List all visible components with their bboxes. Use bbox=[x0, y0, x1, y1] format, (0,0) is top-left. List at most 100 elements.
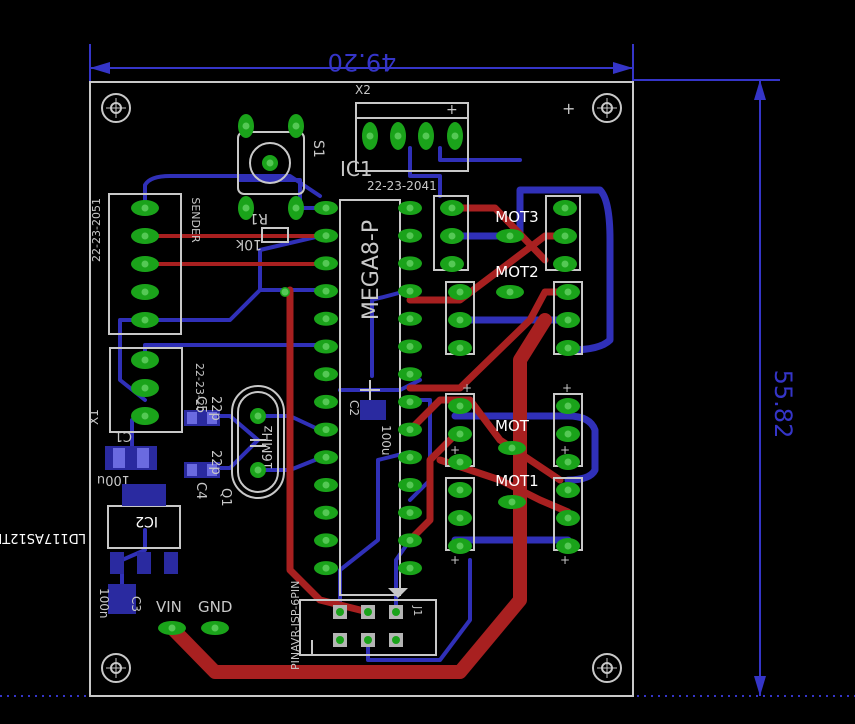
motor-pad-left-drill bbox=[456, 458, 464, 466]
j1-pad-drill bbox=[364, 636, 372, 644]
mot1-label: MOT1 bbox=[495, 472, 538, 490]
ic1-pad-right-drill bbox=[406, 232, 414, 240]
mot-label: MOT bbox=[495, 417, 530, 435]
ic1-pad-left-drill bbox=[322, 343, 330, 350]
height-dimension: 55.82 bbox=[754, 80, 797, 696]
sender-pad-drill bbox=[141, 316, 149, 324]
svg-text:+: + bbox=[560, 443, 570, 457]
mot3-label: MOT3 bbox=[495, 208, 538, 226]
motor-pad-right-drill bbox=[564, 458, 572, 466]
x1-pad-drill bbox=[141, 356, 149, 364]
ic1-pad-left-drill bbox=[322, 287, 330, 295]
s1-switch: S1 bbox=[237, 131, 326, 195]
c4-name: C4 bbox=[193, 482, 208, 499]
motor-center-pad-drill bbox=[508, 498, 516, 506]
motor-pad-left-drill bbox=[448, 232, 456, 240]
q1-value: 16MHz bbox=[261, 425, 276, 470]
motor-pad-left-drill bbox=[456, 316, 464, 324]
pad-layer bbox=[131, 114, 580, 647]
s1-center-pad-drill bbox=[266, 159, 274, 167]
ic1-pad-right-drill bbox=[406, 287, 414, 295]
motor-pad-right-drill bbox=[564, 542, 572, 550]
svg-text:+: + bbox=[450, 553, 460, 567]
motor-pad-right-drill bbox=[561, 260, 569, 268]
sender-pad-drill bbox=[141, 232, 149, 240]
motor-pad-right-drill bbox=[564, 486, 572, 494]
motor-pad-left-drill bbox=[456, 514, 464, 522]
c4-value: 22p bbox=[208, 450, 223, 475]
c2-name: C2 bbox=[347, 400, 361, 416]
ic1-pad-left-drill bbox=[322, 564, 330, 572]
ic1-pad-right-drill bbox=[406, 509, 414, 517]
motor-center-pad-drill bbox=[506, 232, 514, 240]
j1-name: J1 bbox=[411, 605, 424, 616]
motor-pad-left-drill bbox=[448, 260, 456, 268]
ic1-pad-left-drill bbox=[322, 259, 330, 267]
j1-isp-header: PINAVR-ISP-6PIN J1 bbox=[289, 581, 437, 670]
ic1-pad-right-drill bbox=[406, 370, 414, 378]
sender-pad-drill bbox=[141, 204, 149, 212]
gnd-pad-drill bbox=[211, 624, 219, 632]
ic1-pad-left-drill bbox=[322, 453, 330, 461]
ic1-pad-right-drill bbox=[406, 564, 414, 572]
ic1-pad-right-drill bbox=[406, 453, 414, 461]
motor-pad-right-drill bbox=[564, 430, 572, 438]
width-dimension-label: 49.20 bbox=[328, 48, 397, 76]
gnd-label: GND bbox=[198, 598, 232, 616]
q1-pad-drill bbox=[254, 412, 262, 420]
c5-capacitor: C5 22p bbox=[184, 396, 223, 426]
sender-connector: 22-23-2051 SENDER bbox=[90, 193, 202, 335]
j1-pad-drill bbox=[392, 636, 400, 644]
ic1-pad-right-drill bbox=[406, 398, 414, 406]
q1-crystal: Q1 16MHz bbox=[218, 385, 285, 507]
ic1-part: MEGA8-P bbox=[359, 220, 384, 320]
motor-center-pad-drill bbox=[506, 288, 514, 296]
mounting-holes bbox=[101, 93, 622, 683]
s1-pad-drill bbox=[292, 122, 300, 130]
mount-hole-top-left bbox=[101, 93, 131, 123]
j1-part: PINAVR-ISP-6PIN bbox=[289, 581, 302, 670]
mount-hole-bottom-right bbox=[592, 653, 622, 683]
q1-pad-drill bbox=[254, 466, 262, 474]
motor-center-pad-drill bbox=[508, 444, 516, 452]
mount-hole-top-right bbox=[592, 93, 622, 123]
ic1-pad-left-drill bbox=[322, 204, 330, 212]
motor-pad-right-drill bbox=[564, 402, 572, 410]
motor-pad-left-drill bbox=[456, 486, 464, 494]
ic1-name: IC1 bbox=[340, 157, 373, 181]
ic1-pad-left-drill bbox=[322, 426, 330, 434]
ic1-pad-left-drill bbox=[322, 370, 330, 378]
motor-pad-right-drill bbox=[561, 204, 569, 212]
j1-pad-drill bbox=[336, 636, 344, 644]
s1-pad-drill bbox=[242, 122, 250, 130]
svg-text:+: + bbox=[450, 443, 460, 457]
x2-pad-drill bbox=[451, 132, 459, 140]
ic1-pad-right-drill bbox=[406, 315, 414, 323]
motor-pad-left-drill bbox=[456, 430, 464, 438]
ic1-pad-left-drill bbox=[322, 315, 330, 323]
r1-value: 10k bbox=[235, 236, 262, 252]
j1-pad-drill bbox=[364, 608, 372, 616]
ic1-pad-right-drill bbox=[406, 204, 414, 212]
svg-text:+: + bbox=[562, 381, 572, 395]
ic1-pad-left-drill bbox=[322, 509, 330, 517]
x1-pad-drill bbox=[141, 412, 149, 420]
x2-pad-drill bbox=[366, 132, 374, 140]
motor-pad-left-drill bbox=[456, 288, 464, 296]
r1-name: R1 bbox=[249, 210, 268, 226]
vin-label: VIN bbox=[156, 598, 182, 616]
x1-name: X1 bbox=[87, 409, 101, 425]
ic1-mega8: IC1 MEGA8-P bbox=[339, 157, 408, 598]
x2-plus: + bbox=[446, 102, 458, 118]
svg-text:+: + bbox=[560, 553, 570, 567]
motor-pad-right-drill bbox=[564, 514, 572, 522]
ic2-name: IC2 bbox=[135, 513, 158, 529]
q1-name: Q1 bbox=[218, 488, 233, 507]
x2-connector: X2 + 22-23-2041 bbox=[355, 83, 469, 193]
motor-pad-left-drill bbox=[456, 542, 464, 550]
ic1-pad-left-drill bbox=[322, 481, 330, 489]
c5-value: 22p bbox=[208, 396, 223, 421]
board-outline bbox=[89, 81, 634, 697]
sender-pad-drill bbox=[141, 288, 149, 296]
vin-pad-drill bbox=[168, 624, 176, 632]
